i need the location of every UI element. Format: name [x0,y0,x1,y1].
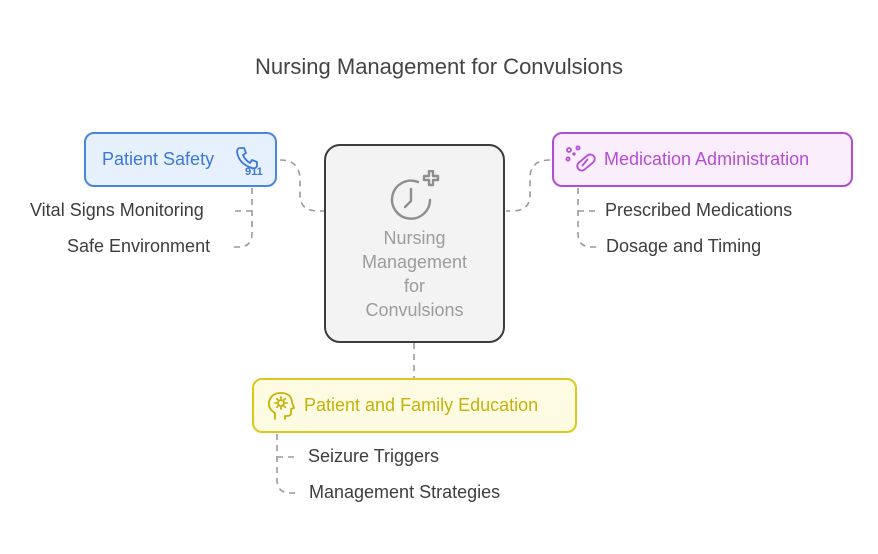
connector-safety-center [279,159,324,212]
patient-safety-label: Patient Safety [102,149,215,169]
central-topic-line-2: Management [361,252,468,272]
phone-911-icon: 911 [236,147,263,176]
phone-911-icon-text: 911 [245,166,263,176]
prescribed-medications-item: Prescribed Medications [605,200,793,220]
vital-signs-monitoring-item: Vital Signs Monitoring [30,200,204,220]
central-topic-line-3: for [403,276,425,296]
central-topic-line-1: Nursing [383,228,446,248]
connector-safety-children [232,188,253,248]
central-topic-line-4: Convulsions [365,300,464,320]
medication-administration-label: Medication Administration [604,149,810,169]
connector-medication-children [577,188,598,248]
safe-environment-item: Safe Environment [67,236,211,256]
management-strategies-item: Management Strategies [309,482,501,502]
connector-medication-center [506,159,551,212]
connector-education-children [276,434,297,494]
diagram-title: Nursing Management for Convulsions [254,54,624,79]
patient-family-education-node: Patient and Family Education [252,378,577,433]
medication-administration-node: Medication Administration [552,132,853,187]
central-topic-node: Nursing Management for Convulsions [324,144,505,343]
patient-safety-node: Patient Safety 911 [84,132,277,187]
central-topic-label: Nursing Management for Convulsions [326,226,503,322]
pill-sparkle-icon [565,145,596,172]
seizure-triggers-item: Seizure Triggers [308,446,440,466]
head-gear-icon [267,392,295,420]
patient-family-education-label: Patient and Family Education [304,395,539,415]
clock-plus-icon [390,170,440,220]
dosage-and-timing-item: Dosage and Timing [606,236,762,256]
